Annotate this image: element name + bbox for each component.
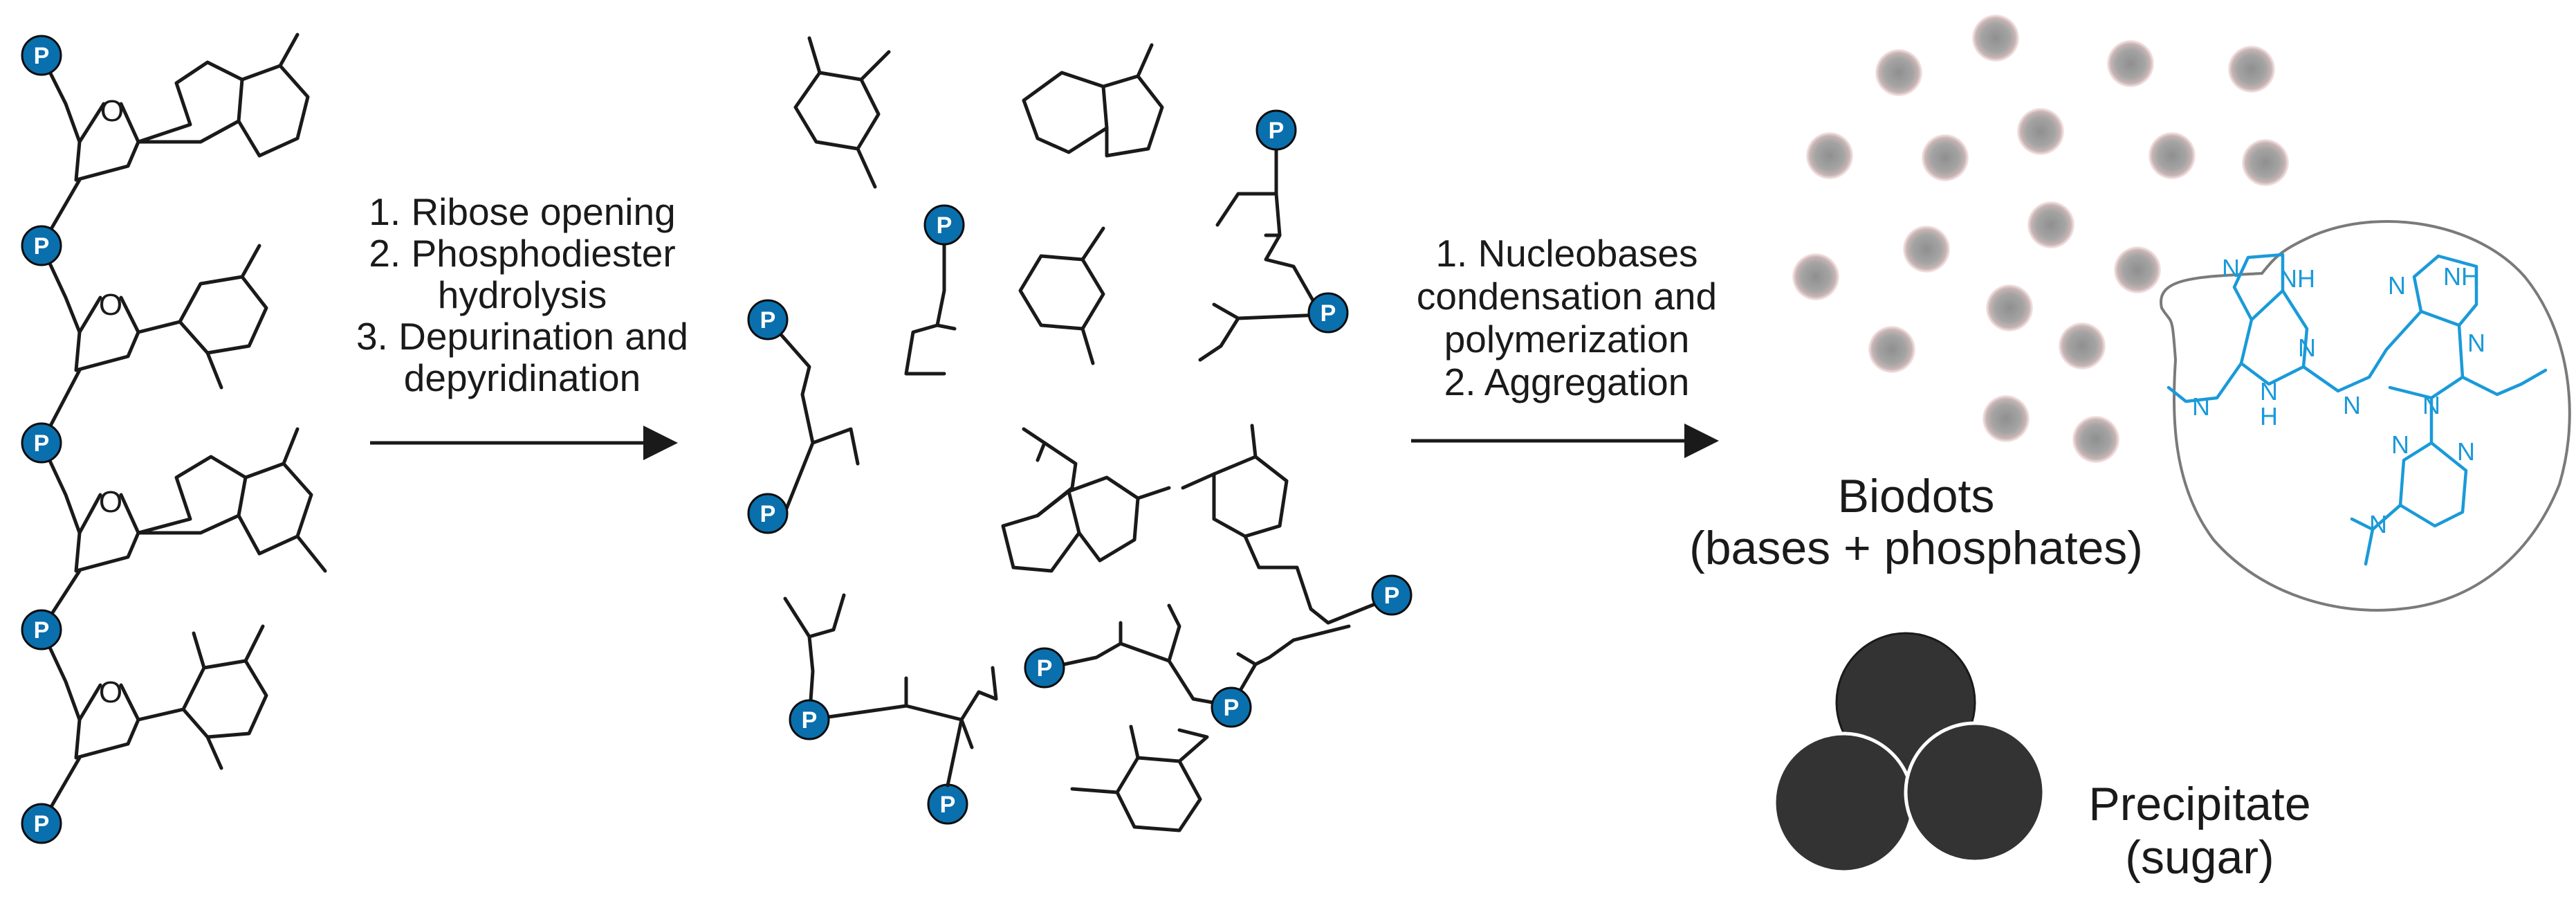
svg-text:1. Ribose opening: 1. Ribose opening bbox=[369, 190, 675, 233]
step1-label: 1. Ribose opening 2. Phosphodiester hydr… bbox=[356, 190, 688, 399]
atom-nh-1: NH bbox=[2279, 264, 2315, 293]
magnified-structure: NH N N N N H N NH N N N N N N bbox=[2159, 220, 2571, 612]
phosphate-group-middle: P P P P P P P P P P bbox=[747, 109, 1413, 825]
svg-text:P: P bbox=[34, 233, 50, 260]
precipitate-subtitle: (sugar) bbox=[2125, 831, 2274, 884]
svg-text:3. Depurination and: 3. Depurination and bbox=[356, 315, 688, 358]
svg-text:P: P bbox=[34, 617, 50, 644]
atom-n-8: N bbox=[2422, 391, 2440, 419]
atom-n-2: N bbox=[2298, 334, 2316, 362]
biodots-title: Biodots bbox=[1838, 470, 1995, 522]
atom-n-11: N bbox=[2369, 510, 2387, 538]
fragments bbox=[766, 36, 1399, 832]
phosphate-group: P P P P P bbox=[21, 35, 62, 844]
svg-text:P: P bbox=[760, 307, 776, 334]
svg-text:P: P bbox=[940, 792, 956, 818]
svg-text:depyridination: depyridination bbox=[404, 356, 641, 399]
svg-text:P: P bbox=[1269, 118, 1285, 144]
precipitate-spheres bbox=[1772, 632, 2046, 874]
svg-text:P: P bbox=[1384, 583, 1400, 609]
precipitate-title: Precipitate bbox=[2088, 778, 2310, 830]
svg-text:2. Aggregation: 2. Aggregation bbox=[1444, 361, 1690, 403]
step2-label: 1. Nucleobases condensation and polymeri… bbox=[1417, 232, 1717, 403]
ring-oxygen-4: O bbox=[99, 675, 122, 709]
svg-text:P: P bbox=[1321, 300, 1336, 327]
svg-text:P: P bbox=[1224, 695, 1240, 721]
atom-n-9: N bbox=[2391, 430, 2409, 459]
atom-nh-2: NH bbox=[2443, 262, 2479, 291]
svg-text:P: P bbox=[802, 707, 818, 734]
svg-text:1. Nucleobases: 1. Nucleobases bbox=[1435, 232, 1698, 275]
svg-text:P: P bbox=[937, 212, 953, 239]
svg-text:condensation and: condensation and bbox=[1417, 275, 1717, 318]
dna-strand: O O O O bbox=[39, 33, 327, 826]
svg-text:P: P bbox=[34, 430, 50, 457]
atom-n-4: N bbox=[2260, 377, 2278, 406]
svg-text:P: P bbox=[760, 501, 776, 527]
atom-n-3: N bbox=[2192, 392, 2210, 421]
svg-text:hydrolysis: hydrolysis bbox=[438, 273, 607, 316]
svg-text:P: P bbox=[1037, 655, 1053, 682]
svg-text:2. Phosphodiester: 2. Phosphodiester bbox=[369, 232, 675, 275]
atom-h-1: H bbox=[2260, 402, 2278, 430]
svg-text:P: P bbox=[34, 43, 50, 69]
atom-n-7: N bbox=[2467, 329, 2485, 357]
atom-n-5: N bbox=[2343, 391, 2361, 419]
atom-n-10: N bbox=[2457, 437, 2475, 466]
atom-n-6: N bbox=[2388, 271, 2406, 300]
ring-oxygen-3: O bbox=[99, 485, 122, 519]
svg-text:polymerization: polymerization bbox=[1444, 318, 1690, 361]
atom-n-1: N bbox=[2222, 254, 2240, 282]
biodots-subtitle: (bases + phosphates) bbox=[1689, 522, 2143, 574]
biodot-cluster bbox=[1792, 15, 2289, 463]
ring-oxygen-1: O bbox=[100, 94, 124, 128]
svg-text:P: P bbox=[34, 811, 50, 837]
ring-oxygen-2: O bbox=[99, 288, 122, 322]
